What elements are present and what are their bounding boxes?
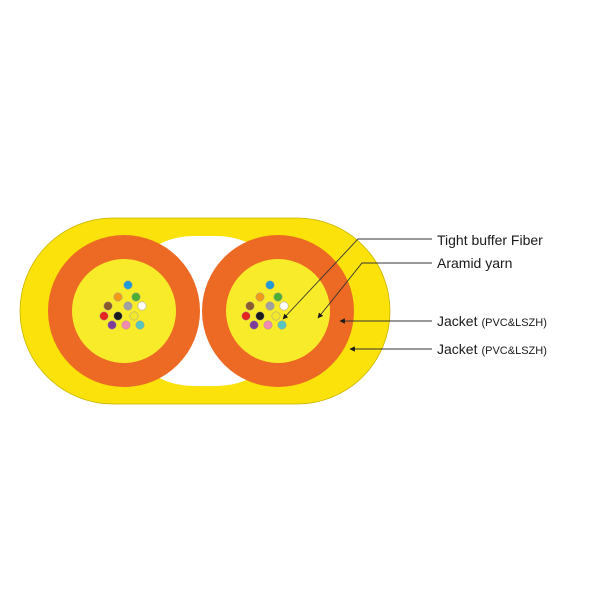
fiber <box>123 301 133 311</box>
fiber <box>245 301 255 311</box>
fiber <box>279 301 289 311</box>
fiber <box>137 301 147 311</box>
fiber <box>129 311 139 321</box>
left-aramid-yarn <box>72 259 176 363</box>
right-fiber-bundle <box>241 280 289 330</box>
fiber <box>249 320 259 330</box>
fiber <box>273 292 283 302</box>
fiber <box>103 301 113 311</box>
label-tight-buffer-fiber: Tight buffer Fiber <box>437 232 543 248</box>
fiber <box>113 311 123 321</box>
fiber <box>241 311 251 321</box>
label-inner-jacket-material: (PVC&LSZH) <box>481 317 546 329</box>
label-outer-jacket-material: (PVC&LSZH) <box>481 345 546 357</box>
fiber <box>277 320 287 330</box>
right-subunit <box>202 235 354 387</box>
fiber <box>107 320 117 330</box>
label-outer-jacket-name: Jacket <box>437 341 478 357</box>
fiber <box>271 311 281 321</box>
fiber <box>131 292 141 302</box>
fiber <box>99 311 109 321</box>
label-inner-jacket-name: Jacket <box>437 313 478 329</box>
fiber <box>121 320 131 330</box>
right-aramid-yarn <box>226 259 330 363</box>
left-subunit <box>48 235 200 387</box>
fiber <box>113 292 123 302</box>
label-inner-jacket: Jacket(PVC&LSZH) <box>437 313 547 329</box>
fiber <box>135 320 145 330</box>
fiber <box>255 311 265 321</box>
left-fiber-bundle <box>99 280 147 330</box>
fiber <box>123 280 133 290</box>
leader-tight-buffer-fiber <box>282 238 432 320</box>
fiber <box>263 320 273 330</box>
fiber <box>255 292 265 302</box>
fiber <box>265 301 275 311</box>
label-aramid-yarn: Aramid yarn <box>437 255 512 271</box>
label-outer-jacket: Jacket(PVC&LSZH) <box>437 341 547 357</box>
fiber <box>265 280 275 290</box>
leader-aramid-yarn <box>317 262 432 319</box>
